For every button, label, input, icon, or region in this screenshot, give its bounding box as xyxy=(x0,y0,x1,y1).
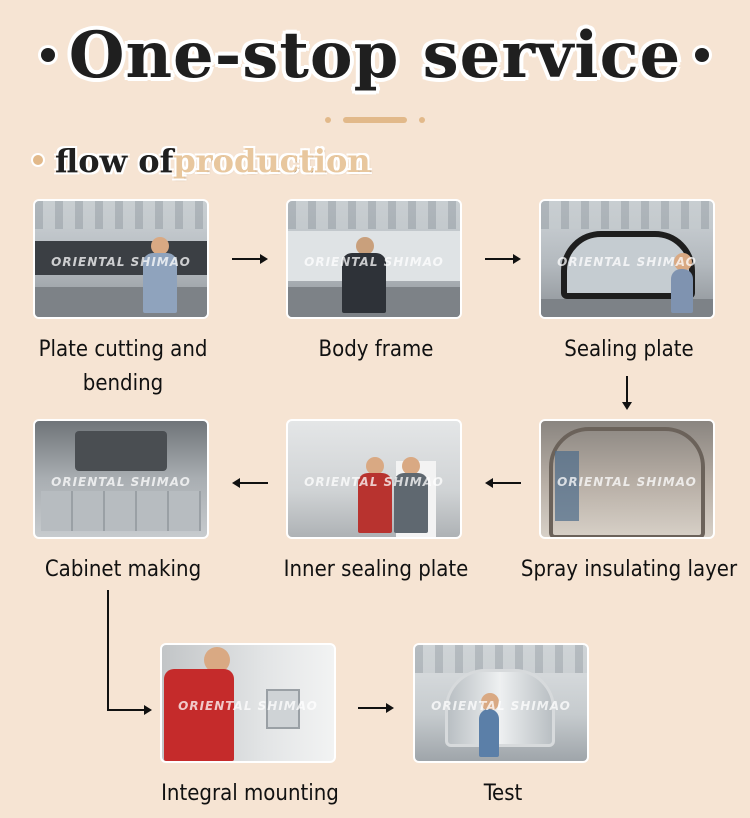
section-subtitle: flow ofproduction xyxy=(33,142,371,182)
photo-watermark: ORIENTAL SHIMAO xyxy=(51,475,191,489)
subtitle-bullet xyxy=(33,154,43,165)
title-dot-left xyxy=(40,47,55,62)
arrow-down-icon xyxy=(622,376,632,410)
photo-watermark: ORIENTAL SHIMAO xyxy=(431,699,571,713)
step-photo-inner-sealing-plate: ORIENTAL SHIMAO xyxy=(286,419,462,539)
step-label-sealing-plate: Sealing plate xyxy=(564,337,694,362)
step-photo-spray-insulating: ORIENTAL SHIMAO xyxy=(539,419,715,539)
step-label-integral-mounting: Integral mounting xyxy=(161,781,339,806)
step-photo-sealing-plate: ORIENTAL SHIMAO xyxy=(539,199,715,319)
arrow-right-icon xyxy=(485,254,521,264)
arrow-elbow-icon xyxy=(107,590,152,715)
arrow-right-icon xyxy=(358,703,394,713)
subtitle-dark: flow of xyxy=(55,142,174,180)
deco-bar xyxy=(343,117,407,123)
arrow-right-icon xyxy=(232,254,268,264)
step-photo-integral-mounting: ORIENTAL SHIMAO xyxy=(160,643,336,763)
arrow-left-icon xyxy=(232,478,268,488)
step-label-inner-sealing-plate: Inner sealing plate xyxy=(283,557,469,582)
deco-dot-left xyxy=(325,117,331,123)
step-label-test: Test xyxy=(483,781,523,806)
title-dot-right xyxy=(695,47,710,62)
photo-watermark: ORIENTAL SHIMAO xyxy=(178,699,318,713)
photo-watermark: ORIENTAL SHIMAO xyxy=(557,255,697,269)
step-label-body-frame: Body frame xyxy=(318,337,434,362)
step-photo-body-frame: ORIENTAL SHIMAO xyxy=(286,199,462,319)
photo-watermark: ORIENTAL SHIMAO xyxy=(557,475,697,489)
deco-dot-right xyxy=(419,117,425,123)
step-label-spray-insulating: Spray insulating layer xyxy=(520,557,738,582)
title-decoration xyxy=(325,117,425,123)
photo-watermark: ORIENTAL SHIMAO xyxy=(304,255,444,269)
step-label-cabinet-making: Cabinet making xyxy=(44,557,202,582)
photo-watermark: ORIENTAL SHIMAO xyxy=(304,475,444,489)
photo-watermark: ORIENTAL SHIMAO xyxy=(51,255,191,269)
step-label-plate-cutting: Plate cutting and bending xyxy=(38,337,208,396)
step-photo-test: ORIENTAL SHIMAO xyxy=(413,643,589,763)
arrow-left-icon xyxy=(485,478,521,488)
title-text: One-stop service xyxy=(68,18,682,93)
page-title: One-stop service xyxy=(0,18,750,93)
step-photo-cabinet-making: ORIENTAL SHIMAO xyxy=(33,419,209,539)
subtitle-light: production xyxy=(173,142,371,180)
step-photo-plate-cutting: ORIENTAL SHIMAO xyxy=(33,199,209,319)
